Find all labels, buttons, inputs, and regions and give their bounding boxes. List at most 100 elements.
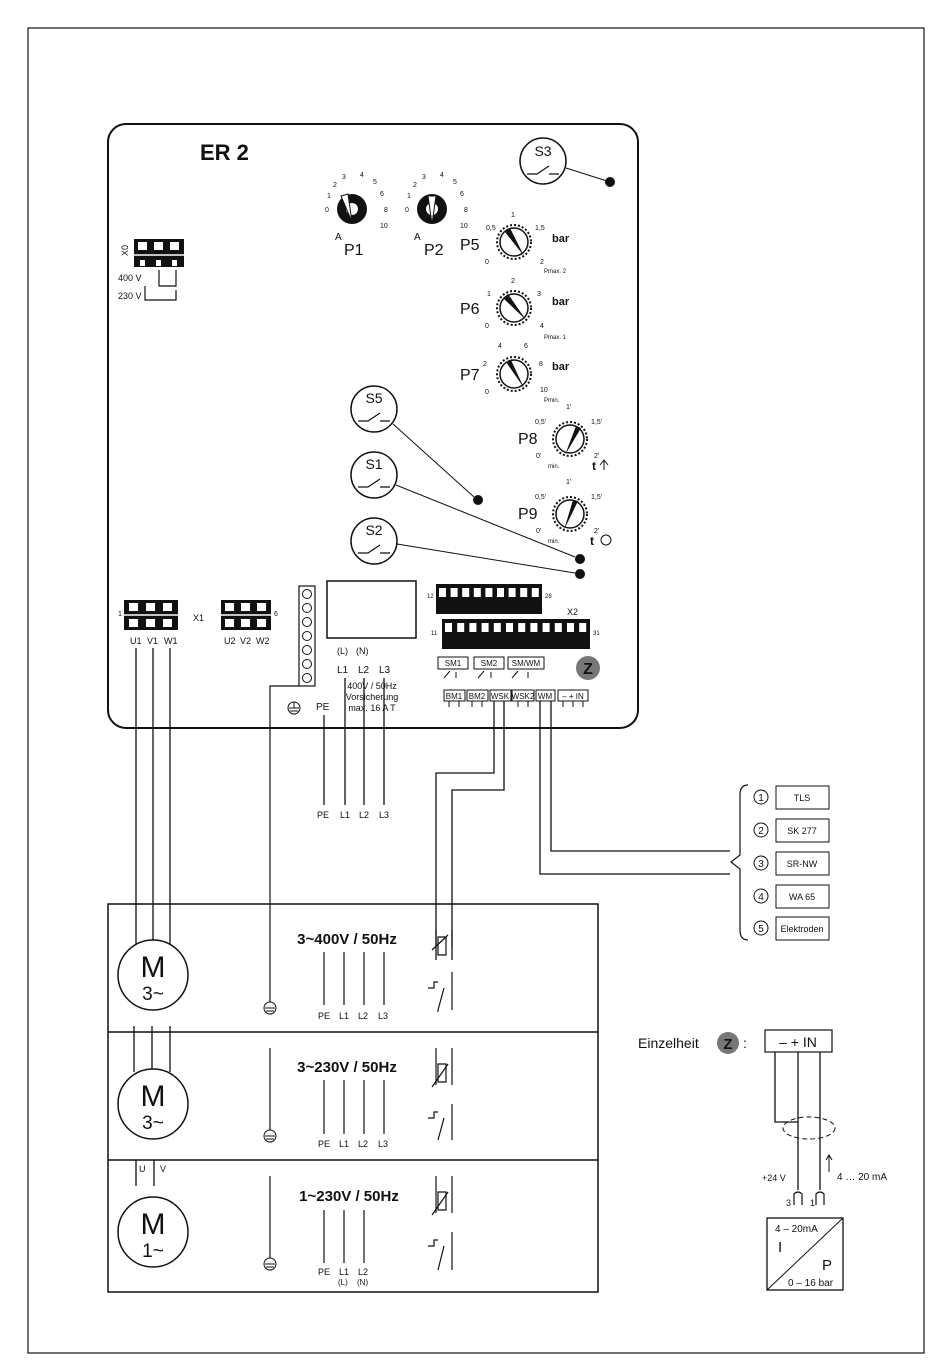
- supply-block: (L) (N) L1 L2 L3 400V / 50Hz Vorsicherun…: [316, 580, 417, 713]
- svg-text:+24 V: +24 V: [762, 1173, 786, 1183]
- x2-bottom-cell: [481, 623, 489, 632]
- svg-text:11: 11: [431, 631, 438, 637]
- x2-top-cell: [473, 588, 481, 597]
- svg-text:U1: U1: [130, 636, 142, 646]
- svg-text:0,5': 0,5': [535, 494, 546, 501]
- x1-label: X1: [193, 613, 204, 623]
- pe-rail: [269, 585, 316, 1010]
- svg-text:L1: L1: [339, 1011, 349, 1021]
- svg-text:6: 6: [380, 191, 384, 198]
- svg-text:SR-NW: SR-NW: [787, 859, 818, 869]
- svg-text:2: 2: [511, 278, 515, 285]
- svg-text:WSK2: WSK2: [512, 692, 535, 701]
- svg-text:1: 1: [810, 1198, 815, 1208]
- pot-p2[interactable]: P2 A 0 1 2 3 4 5 6 8 10: [405, 172, 468, 259]
- svg-text:L1: L1: [340, 810, 350, 820]
- pot-p7[interactable]: P7 0 2 4 6 8 10 bar Pmin.: [460, 343, 570, 404]
- svg-text:8: 8: [464, 207, 468, 214]
- pot-p5[interactable]: P5 0 0,5 1 1,5 2 bar Pmax. 2: [460, 212, 570, 275]
- svg-text:4 – 20mA: 4 – 20mA: [775, 1224, 818, 1235]
- svg-text:A: A: [335, 232, 342, 243]
- svg-text:WA 65: WA 65: [789, 892, 815, 902]
- pot-p1-label: P1: [344, 242, 364, 259]
- svg-text:2: 2: [540, 259, 544, 266]
- svg-text:6: 6: [524, 343, 528, 350]
- detail-z: Einzelheit Z : – + IN +24 V 4 … 20 mA 3 …: [638, 1029, 887, 1291]
- svg-text:L3: L3: [379, 665, 391, 676]
- controller-er2: ER 2 X0 400 V 230 V P1 A 0 1 2 3 4 5 6: [107, 123, 639, 1010]
- svg-text:1': 1': [566, 479, 571, 486]
- svg-text:(N): (N): [356, 646, 369, 656]
- controller-housing: [107, 123, 639, 729]
- svg-text:min.: min.: [548, 539, 560, 545]
- svg-text:PE: PE: [318, 1011, 330, 1021]
- svg-text:SM1: SM1: [445, 659, 462, 668]
- svg-text:(L): (L): [337, 646, 348, 656]
- svg-text:3: 3: [422, 174, 426, 181]
- svg-text:1,5': 1,5': [591, 419, 602, 426]
- switch-s1[interactable]: S1: [350, 451, 585, 564]
- x0-label: X0: [120, 245, 130, 256]
- x2-bottom-cell: [579, 623, 587, 632]
- x2-top-cell: [520, 588, 528, 597]
- x1-terminal: 1 U1 V1 W1 X1 6 U2 V2 W2: [118, 600, 278, 646]
- x2-terminal: 12 28 X2 11 31: [427, 584, 600, 649]
- svg-text:S5: S5: [365, 390, 382, 406]
- svg-text:1: 1: [487, 291, 491, 298]
- switch-s5[interactable]: S5: [350, 385, 483, 505]
- svg-text:Elektroden: Elektroden: [780, 924, 823, 934]
- pot-p1[interactable]: P1 A 0 1 2 3 4 5 6 8 10: [325, 172, 388, 259]
- svg-text:M: M: [141, 1208, 166, 1241]
- svg-text:8: 8: [539, 361, 543, 368]
- svg-text:4: 4: [440, 172, 444, 179]
- svg-text:2': 2': [594, 528, 599, 535]
- svg-text:I: I: [778, 1239, 782, 1256]
- svg-text:Pmax. 2: Pmax. 2: [544, 269, 567, 275]
- svg-text::: :: [743, 1035, 747, 1051]
- svg-text:5: 5: [453, 179, 457, 186]
- x2-bottom-cell: [554, 623, 562, 632]
- svg-text:L2: L2: [358, 1011, 368, 1021]
- pot-p7-label: P7: [460, 367, 480, 384]
- svg-text:SM2: SM2: [481, 659, 498, 668]
- svg-text:3: 3: [786, 1198, 791, 1208]
- sensor-list: 1 TLS 2 SK 277 3 SR-NW 4 WA 65 5 Elektro…: [730, 784, 830, 941]
- pot-p8[interactable]: P8 0' 0,5' 1' 1,5' 2' min. t: [518, 404, 609, 473]
- svg-text:V: V: [160, 1164, 166, 1174]
- svg-text:0: 0: [405, 207, 409, 214]
- svg-text:Z: Z: [583, 661, 593, 678]
- svg-text:S1: S1: [365, 456, 382, 472]
- svg-text:X2: X2: [567, 607, 578, 617]
- svg-text:5: 5: [758, 924, 764, 935]
- svg-text:1: 1: [327, 193, 331, 200]
- svg-text:2: 2: [483, 361, 487, 368]
- x2-top-cell: [462, 588, 470, 597]
- svg-text:U: U: [139, 1164, 146, 1174]
- switch-s3[interactable]: S3: [519, 137, 615, 187]
- x0-terminal: X0 400 V 230 V: [118, 239, 184, 301]
- x2-top-cell: [508, 588, 516, 597]
- svg-text:3~: 3~: [142, 1113, 164, 1134]
- svg-text:12: 12: [427, 594, 434, 600]
- svg-text:bar: bar: [552, 296, 570, 308]
- svg-text:WSK: WSK: [491, 692, 510, 701]
- svg-text:M: M: [141, 1080, 166, 1113]
- switch-s2[interactable]: S2: [350, 517, 585, 579]
- svg-text:4: 4: [758, 892, 764, 903]
- x2-bottom-cell: [493, 623, 501, 632]
- svg-text:L1: L1: [339, 1139, 349, 1149]
- svg-text:min.: min.: [548, 464, 560, 470]
- svg-text:PE: PE: [318, 1139, 330, 1149]
- motor-3ph-400v: M 3~ 3~400V / 50Hz PE L1 L2 L3: [117, 930, 453, 1021]
- pot-p6[interactable]: P6 0 1 2 3 4 bar Pmax. 1: [460, 278, 570, 341]
- svg-text:2': 2': [594, 453, 599, 460]
- svg-text:3~230V / 50Hz: 3~230V / 50Hz: [297, 1059, 397, 1076]
- x2-bottom-cell: [567, 623, 574, 632]
- pot-p9[interactable]: P9 0' 0,5' 1' 1,5' 2' min. t: [518, 479, 612, 548]
- svg-text:PE: PE: [317, 810, 329, 820]
- svg-text:4: 4: [360, 172, 364, 179]
- svg-text:2: 2: [758, 826, 764, 837]
- sensor-4: 4 WA 65: [753, 884, 830, 909]
- svg-text:TLS: TLS: [794, 793, 811, 803]
- svg-text:bar: bar: [552, 233, 570, 245]
